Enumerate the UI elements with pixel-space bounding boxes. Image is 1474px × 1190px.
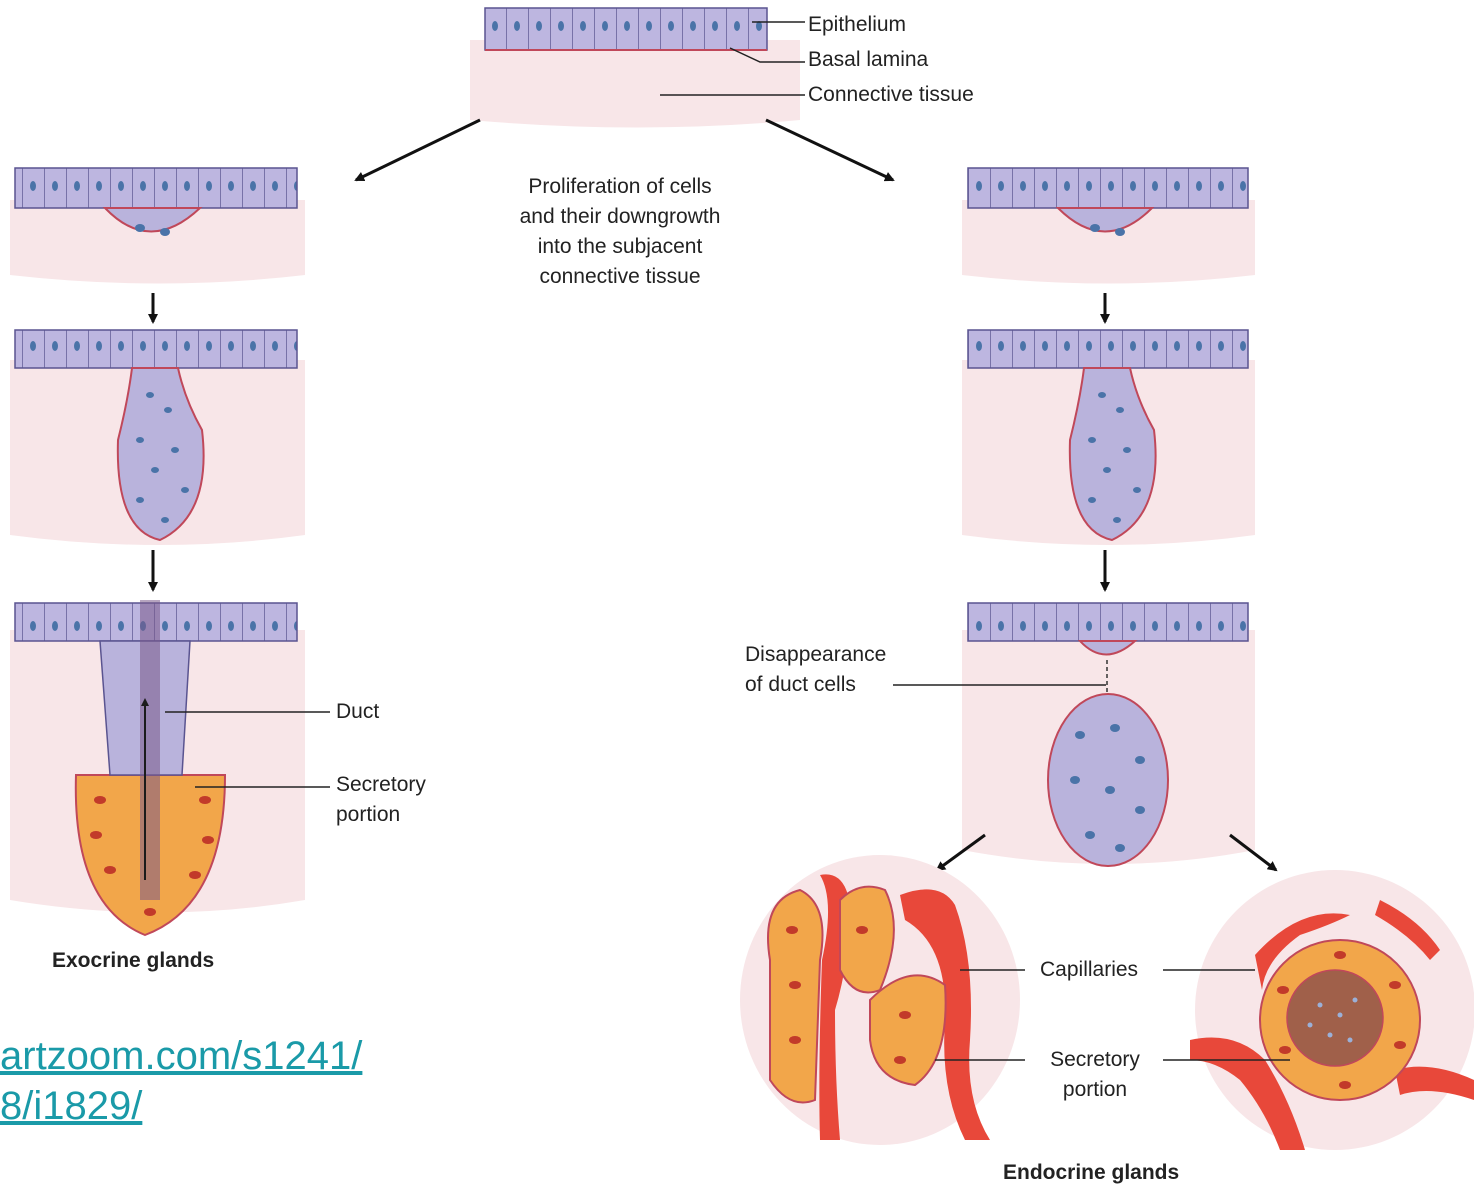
label-secretory-endo: Secretory portion xyxy=(1020,1045,1170,1105)
label-disappearance: Disappearance of duct cells xyxy=(745,640,886,700)
source-link-line-2[interactable]: 8/i1829/ xyxy=(0,1082,142,1130)
secretory-exo-line-2: portion xyxy=(336,800,426,830)
exocrine-step1-proliferation xyxy=(10,168,305,284)
endocrine-step3-detached xyxy=(962,603,1255,866)
secretory-endo-line-2: portion xyxy=(1020,1075,1170,1105)
label-duct: Duct xyxy=(336,697,379,727)
label-connective-tissue: Connective tissue xyxy=(808,80,974,110)
initial-epithelium xyxy=(470,8,800,128)
label-exocrine-glands: Exocrine glands xyxy=(52,946,214,976)
disappearance-line-1: Disappearance xyxy=(745,640,886,670)
secretory-endo-line-1: Secretory xyxy=(1020,1045,1170,1075)
proliferation-line-2: and their downgrowth xyxy=(470,202,770,232)
proliferation-line-4: connective tissue xyxy=(470,262,770,292)
secretory-exo-line-1: Secretory xyxy=(336,770,426,800)
proliferation-line-3: into the subjacent xyxy=(470,232,770,262)
label-endocrine-glands: Endocrine glands xyxy=(1003,1158,1179,1188)
disappearance-line-2: of duct cells xyxy=(745,670,886,700)
label-basal-lamina: Basal lamina xyxy=(808,45,928,75)
arrow-to-endocrine xyxy=(766,120,893,180)
endocrine-step2-downgrowth xyxy=(962,330,1255,545)
arrow-to-exocrine xyxy=(356,120,480,180)
proliferation-line-1: Proliferation of cells xyxy=(470,172,770,202)
label-proliferation: Proliferation of cells and their downgro… xyxy=(470,172,770,292)
label-capillaries: Capillaries xyxy=(1040,955,1138,985)
exocrine-gland xyxy=(10,600,305,935)
source-link-line-1[interactable]: artzoom.com/s1241/ xyxy=(0,1032,362,1080)
label-secretory-exo: Secretory portion xyxy=(336,770,426,830)
endocrine-follicle-gland xyxy=(1190,870,1474,1150)
exocrine-step2-downgrowth xyxy=(10,330,305,545)
endocrine-step1-proliferation xyxy=(962,168,1255,284)
label-epithelium: Epithelium xyxy=(808,10,906,40)
endocrine-cord-gland xyxy=(740,855,1020,1145)
